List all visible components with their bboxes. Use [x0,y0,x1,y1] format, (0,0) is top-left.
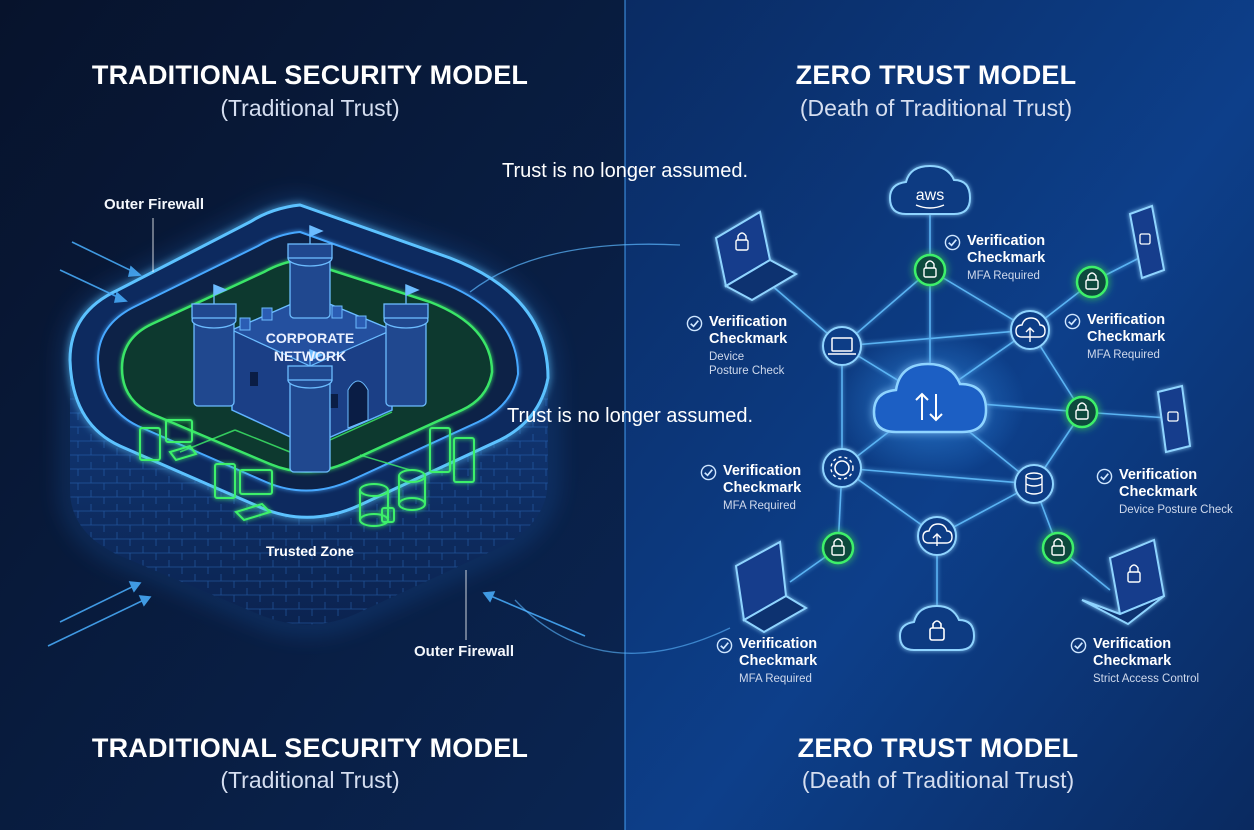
cloud-upload-node [1010,310,1050,350]
check-circle-icon [1096,468,1113,485]
lock-icon [1065,395,1099,429]
outer-firewall-label-top: Outer Firewall [103,196,205,213]
transition-arc-top [469,243,681,293]
verification-title: Checkmark [967,250,1046,266]
right-subtitle-top: (Death of Traditional Trust) [799,95,1073,121]
castle-towers [191,225,429,473]
verification-title: Checkmark [1119,484,1198,500]
cloud-node [917,516,957,556]
transition-arc-bottom [514,599,731,654]
verification-title: Verification [967,233,1046,249]
verification-detail: Device [709,351,745,363]
check-circle-icon [1064,313,1081,330]
lock-icon [821,531,855,565]
verification-title: Verification [709,314,788,330]
check-circle-icon [686,315,703,332]
right-title-top: ZERO TRUST MODEL [795,60,1077,90]
laptop-bottom-left-icon [734,540,808,634]
verification-title: Verification [739,636,818,652]
database-node [1014,464,1054,504]
verification-detail: MFA Required [1087,349,1160,361]
laptop-node [822,326,862,366]
tagline-middle: Trust is no longer assumed. [506,405,754,427]
left-title-bottom: TRADITIONAL SECURITY MODEL [91,733,529,763]
tagline-top: Trust is no longer assumed. [501,160,749,182]
verification-title: Verification [1119,467,1198,483]
verification-detail: MFA Required [739,673,812,685]
verification-detail: MFA Required [967,270,1040,282]
verification-title: Verification [1093,636,1172,652]
left-subtitle-top: (Traditional Trust) [220,95,400,121]
verification-title: Checkmark [1093,653,1172,669]
verification-detail: Strict Access Control [1093,673,1200,685]
incoming-arrows [47,241,586,647]
aws-logo-text: aws [916,187,944,204]
left-subtitle-bottom: (Traditional Trust) [220,767,400,793]
corporate-network-label: CORPORATE NETWORK [250,329,370,365]
central-cloud-hub [872,362,988,434]
check-circle-icon [1070,637,1087,654]
laptop-top-left-icon [714,210,799,302]
laptop-bottom-right-icon [1081,538,1166,626]
castle-illustration [47,197,586,647]
zero-trust-network: aws [714,164,1192,651]
check-circle-icon [700,464,717,481]
verification-title: Checkmark [739,653,818,669]
gear-node [822,448,862,488]
bottom-cloud-lock-icon [898,604,976,651]
verification-detail: MFA Required [723,500,796,512]
right-subtitle-bottom: (Death of Traditional Trust) [801,767,1075,793]
verification-title: Verification [723,463,802,479]
trusted-devices [139,419,475,527]
left-title-top: TRADITIONAL SECURITY MODEL [91,60,529,90]
lock-nodes [821,253,1109,565]
verification-detail: Posture Check [709,365,785,377]
lock-icon [913,253,947,287]
corporate-network-line2: NETWORK [273,348,347,364]
smartphone-top-right-icon [1128,204,1166,280]
corporate-network-line1: CORPORATE [265,330,355,346]
check-circle-icon [944,234,961,251]
trusted-zone-label: Trusted Zone [266,543,354,559]
verification-title: Checkmark [723,480,802,496]
lock-icon [1075,265,1109,299]
tablet-right-icon [1156,384,1192,454]
verification-title: Checkmark [1087,329,1166,345]
verification-detail: Device Posture Check [1119,504,1233,516]
check-circle-icon [716,637,733,654]
aws-cloud-icon: aws [888,164,972,215]
lock-icon [1041,531,1075,565]
outer-firewall-label-bottom: Outer Firewall [413,643,515,660]
verification-title: Checkmark [709,331,788,347]
verification-title: Verification [1087,312,1166,328]
right-title-bottom: ZERO TRUST MODEL [797,733,1079,763]
